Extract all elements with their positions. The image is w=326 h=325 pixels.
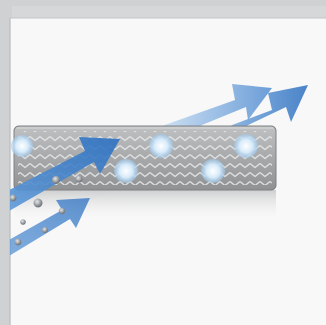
airflow-arrow-icon [10,198,90,256]
dust-particle-icon [75,175,83,183]
clean-air-bubble-icon [11,135,33,157]
dust-particle-icon [14,238,22,246]
dust-particle-icon [10,194,17,202]
dust-particle-icon [42,227,48,233]
dust-particle-icon [52,176,60,184]
airflow-arrow-icon [10,137,120,211]
filter-outline [13,125,277,191]
clean-air-bubble-icon [149,134,173,158]
clean-air-bubble-icon [114,159,138,183]
dust-particle-icon [20,219,26,225]
clean-air-bubbles [11,134,258,183]
dust-particle-icon [58,207,66,215]
airflow-arrows-front [10,137,120,256]
dust-particle-icon [33,198,43,208]
dust-particles [10,175,83,246]
clean-air-bubble-icon [234,134,258,158]
clean-air-bubble-icon [201,159,225,183]
